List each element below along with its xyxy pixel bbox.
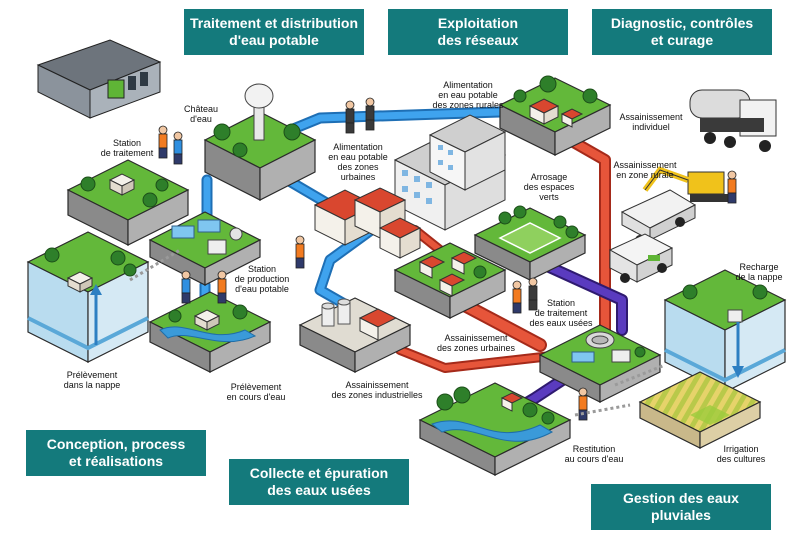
tile-irrigation [638, 371, 762, 449]
worker-7 [295, 235, 305, 269]
tile-station-eaux-usees [538, 324, 662, 403]
wastewater-pipes [395, 134, 611, 373]
tile-zones-industrielles [298, 297, 412, 373]
tile-restitution [418, 382, 572, 476]
worker-9 [528, 277, 538, 311]
tile-prelevement-cours [148, 291, 272, 373]
tile-recharge-nappe [663, 269, 787, 393]
excavator [642, 166, 730, 202]
workers [158, 97, 737, 421]
worker-2 [173, 131, 183, 165]
city-block [313, 114, 507, 259]
tile-station-traitement [66, 159, 190, 246]
worker-10 [727, 170, 737, 204]
worker-11 [578, 387, 588, 421]
tile-espaces-verts [473, 205, 587, 281]
vacuum-truck [689, 89, 777, 152]
tile-chateau-eau [203, 83, 317, 201]
worker-5 [181, 270, 191, 304]
utility-truck [620, 189, 697, 245]
tile-zones-urbaines [393, 242, 507, 319]
van [608, 233, 674, 283]
worker-8 [512, 280, 522, 314]
tile-prelevement-nappe [26, 231, 150, 363]
worker-4 [365, 97, 375, 131]
dotted-connectors [129, 248, 666, 417]
worker-3 [345, 100, 355, 134]
worker-1 [158, 125, 168, 159]
tile-zones-rurales [498, 75, 612, 156]
worker-6 [217, 270, 227, 304]
tile-station-production [148, 211, 262, 286]
company-building [36, 39, 162, 119]
